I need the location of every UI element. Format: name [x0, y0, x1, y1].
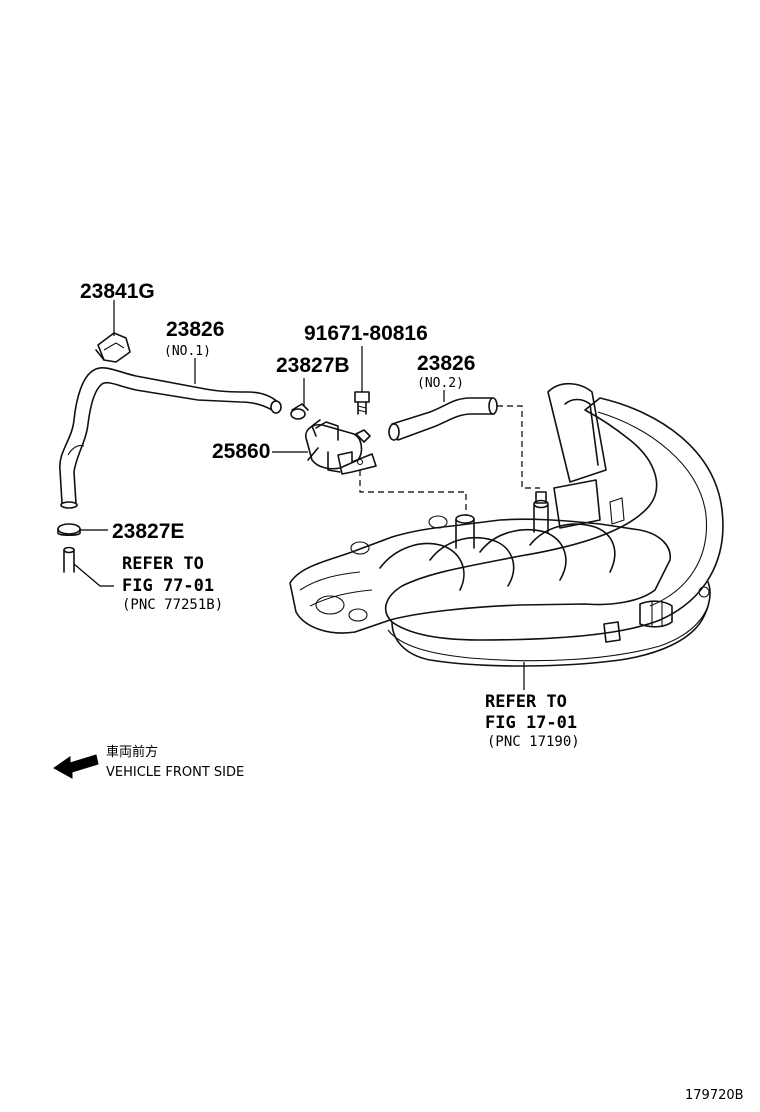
arrow-left-icon	[53, 754, 99, 779]
part-number-23841g: 23841G	[80, 280, 155, 303]
vacuum-switching-valve-25860-illustration	[305, 419, 377, 475]
ref17-line3: (PNC 17190)	[487, 734, 580, 750]
hose-no2-illustration	[388, 397, 498, 441]
hose-no1-illustration	[59, 367, 282, 509]
clamp-23827e-illustration	[57, 523, 81, 537]
part-number-23826-no2: 23826	[417, 352, 475, 375]
part-number-91671-80816: 91671-80816	[304, 322, 428, 345]
hose-clamp-23841g-illustration	[95, 332, 131, 363]
legend-english: VEHICLE FRONT SIDE	[106, 765, 244, 780]
ref17-line2: FIG 17-01	[485, 713, 577, 733]
ref17-line1: REFER TO	[485, 692, 567, 712]
part-number-23826-no1: 23826	[166, 318, 224, 341]
part-number-23827e: 23827E	[112, 520, 184, 543]
ref77-line1: REFER TO	[122, 554, 204, 574]
vehicle-front-legend: 車両前方 VEHICLE FRONT SIDE	[53, 744, 244, 780]
pipe-stub-illustration	[63, 546, 75, 573]
clip-23827b-illustration	[290, 403, 309, 420]
part-number-23827b: 23827B	[276, 354, 350, 377]
leader-lines	[73, 300, 540, 690]
ref77-line3: (PNC 77251B)	[122, 597, 223, 613]
ref77-line2: FIG 77-01	[122, 576, 214, 596]
legend-japanese: 車両前方	[106, 744, 158, 760]
intake-manifold-illustration	[289, 382, 724, 667]
figure-id: 179720B	[685, 1088, 744, 1103]
bolt-91671-illustration	[354, 391, 370, 415]
part-number-25860: 25860	[212, 440, 270, 463]
part-sub-no1: (NO.1)	[164, 344, 211, 359]
part-sub-no2: (NO.2)	[417, 376, 464, 391]
